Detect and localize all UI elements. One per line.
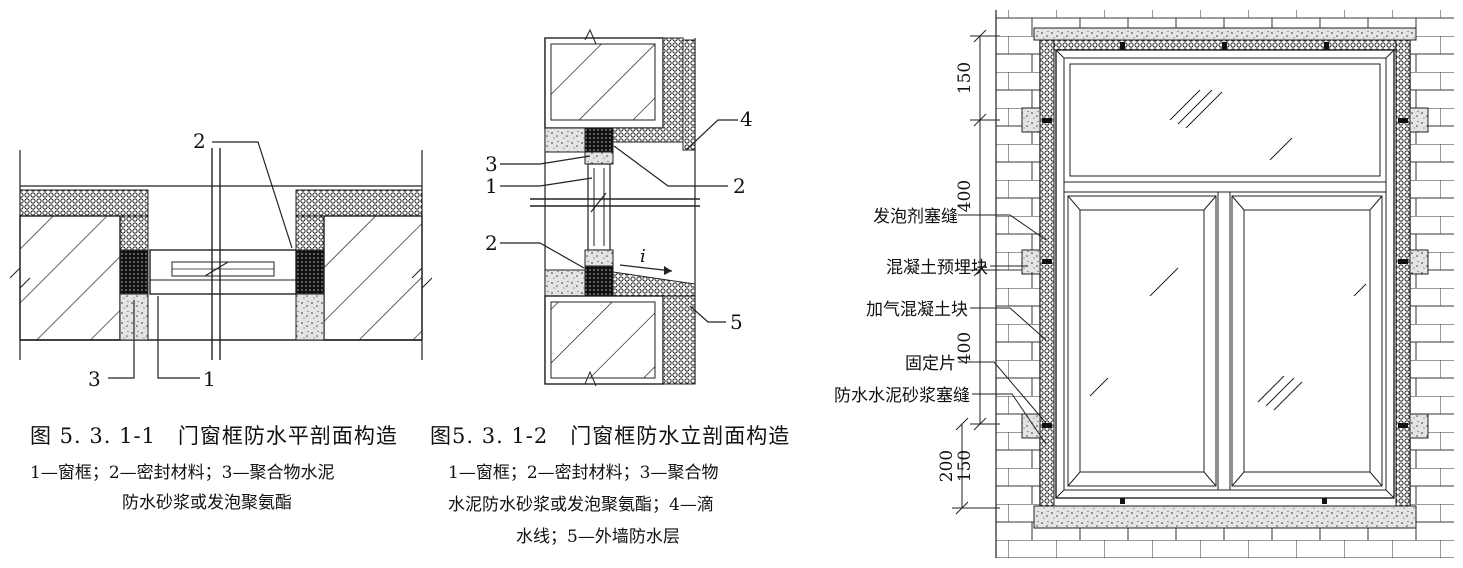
fig2-legend-line1: 1—窗框；2—密封材料；3—聚合物: [448, 463, 719, 483]
fig2-title: 图5. 3. 1-2 门窗框防水立剖面构造: [430, 424, 791, 448]
fig1-callout-3: 3: [88, 367, 101, 391]
fig3-dim-150-bottom: 150: [955, 450, 975, 482]
figure3-drawing: [952, 10, 1454, 558]
fig2-callout-2-upper: 2: [733, 174, 746, 198]
figure1-drawing: [9, 141, 433, 379]
fig1-callout-1: 1: [203, 367, 216, 391]
fig2-callout-3: 3: [485, 152, 498, 176]
fig3-dim-200: 200: [937, 450, 957, 482]
fig2-callout-4: 4: [740, 107, 753, 131]
fig3-label-mortar: 防水水泥砂浆塞缝: [834, 386, 970, 406]
fig2-slope-symbol: i: [640, 246, 646, 267]
fig1-legend-line2: 防水砂浆或发泡聚氨酯: [122, 493, 292, 513]
fig2-callout-2-lower: 2: [485, 231, 498, 255]
fig3-label-embed-block: 混凝土预埋块: [886, 258, 988, 278]
fig2-legend-line2: 水泥防水砂浆或发泡聚氨酯；4—滴: [448, 495, 714, 515]
fig3-dim-150-top: 150: [955, 62, 975, 94]
fig3-label-aerated-block: 加气混凝土块: [866, 300, 968, 320]
fig1-title: 图 5. 3. 1-1 门窗框防水平剖面构造: [30, 424, 398, 448]
fig2-callout-5: 5: [730, 310, 743, 334]
fig2-callout-1: 1: [485, 174, 498, 198]
figure2-drawing: [500, 28, 738, 387]
fig3-label-foam: 发泡剂塞缝: [873, 207, 958, 227]
fig1-legend-line1: 1—窗框；2—密封材料；3—聚合物水泥: [30, 463, 335, 483]
fig3-dim-400-upper: 400: [955, 180, 975, 212]
fig3-label-fixing-plate: 固定片: [905, 354, 956, 374]
fig1-callout-2: 2: [193, 129, 206, 153]
fig3-dim-400-lower: 400: [955, 332, 975, 364]
fig2-legend-line3: 水线；5—外墙防水层: [516, 527, 680, 547]
